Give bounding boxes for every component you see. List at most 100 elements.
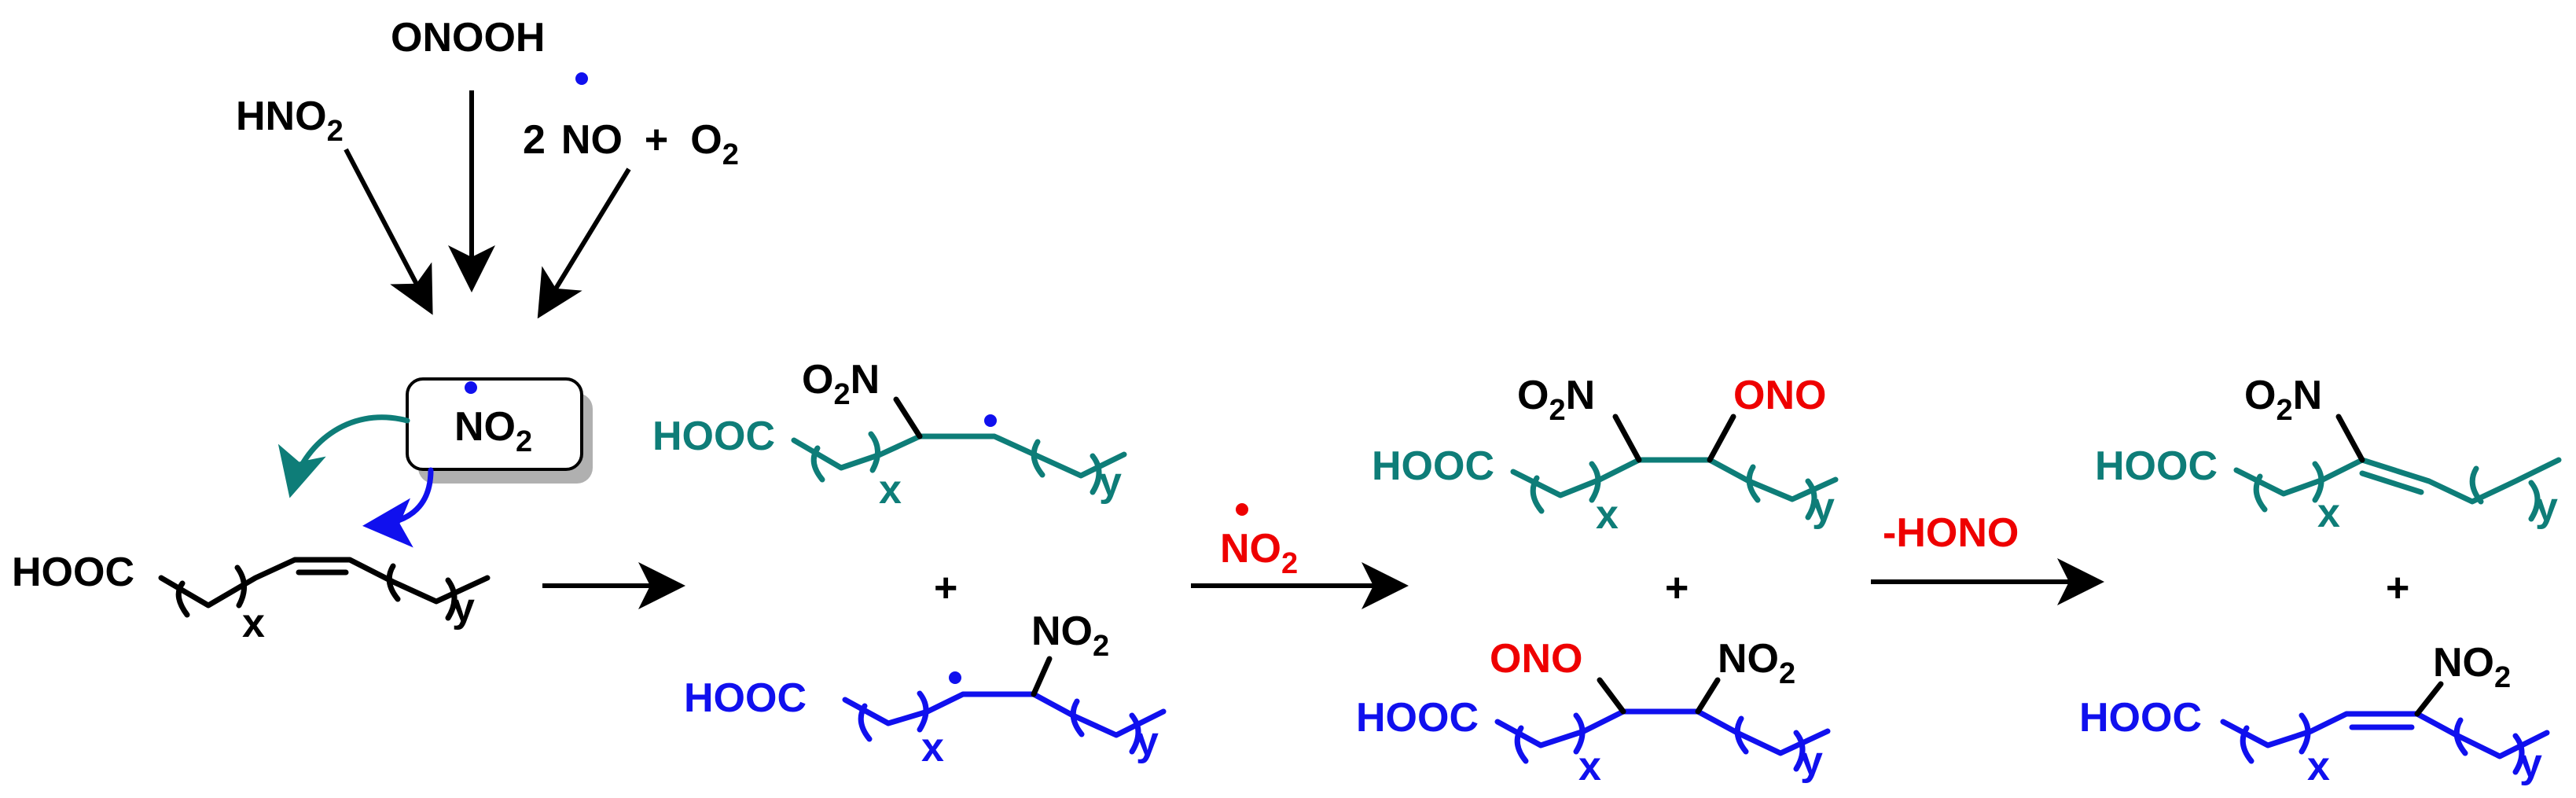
teal-1-bracket-x xyxy=(810,431,880,483)
intermediate-2-plus: + xyxy=(1665,565,1689,611)
substrate: HOOC x y xyxy=(12,550,491,646)
teal-1-nitro-main: O xyxy=(802,357,833,403)
teal-1-nitro-bond xyxy=(893,396,923,439)
blue-p-acid: HOOC xyxy=(2079,695,2202,741)
substrate-acid: HOOC xyxy=(12,550,134,595)
no2-main: NO xyxy=(454,404,516,450)
teal-2-nitro-main: O xyxy=(1517,373,1549,418)
substrate-chain xyxy=(158,557,491,609)
teal-2-nitro-tail: N xyxy=(1566,373,1596,418)
teal-2-chain xyxy=(1510,457,1839,502)
teal-1-chain xyxy=(791,433,1127,479)
step-2: NO2 xyxy=(1191,503,1409,609)
blue-1-chain xyxy=(842,691,1167,738)
blue-2-nitro-main: NO xyxy=(1718,636,1779,682)
no-formula: NO xyxy=(561,117,623,163)
blue-2-ono-bond xyxy=(1597,677,1626,715)
no2-sub: 2 xyxy=(516,425,532,458)
blue-p-chain xyxy=(2220,711,2550,759)
teal-1-y: y xyxy=(1099,459,1122,505)
curved-arrow-blue xyxy=(362,467,434,548)
no2-radical-dot xyxy=(465,381,477,394)
product-plus: + xyxy=(2386,565,2409,611)
blue-p-x: x xyxy=(2307,744,2330,789)
no2-radical-box: NO2 xyxy=(277,377,593,548)
hno2-main: HNO xyxy=(236,94,327,139)
step3-reagent: -HONO xyxy=(1883,510,2019,556)
blue-1-radical-dot xyxy=(949,671,961,684)
arrow-from-no-o2 xyxy=(537,167,631,319)
teal-2-ono-bond xyxy=(1707,414,1736,463)
teal-2-ono: ONO xyxy=(1733,373,1826,418)
substrate-y: y xyxy=(452,585,475,631)
blue-1-nitro: NO2 xyxy=(1031,609,1109,663)
hno2-sub: 2 xyxy=(327,115,344,148)
intermediate-1-plus: + xyxy=(934,565,957,611)
hno2-label: HNO2 xyxy=(236,94,344,148)
blue-2-chain xyxy=(1494,708,1831,756)
blue-p-nitro-main: NO xyxy=(2433,640,2494,686)
blue-2-bracket-x xyxy=(1514,712,1586,764)
teal-p-chain xyxy=(2233,457,2562,505)
onooh-label: ONOOH xyxy=(391,15,545,61)
blue-p-nitro-bond xyxy=(2414,681,2444,717)
blue-2-nitro-bond xyxy=(1695,677,1721,715)
teal-p-nitro-sub: 2 xyxy=(2276,394,2292,427)
step2-reagent: NO2 xyxy=(1220,526,1298,580)
blue-1-nitro-sub: 2 xyxy=(1093,630,1109,663)
blue-p-bracket-x xyxy=(2240,712,2311,764)
teal-1-nitro-sub: 2 xyxy=(833,378,850,411)
substrate-bracket-x xyxy=(175,564,247,618)
intermediate-2-blue: ONO NO2 HOOC x y xyxy=(1356,636,1831,789)
teal-2-bracket-x xyxy=(1530,461,1601,514)
teal-2-bracket-y xyxy=(1746,464,1817,520)
o2-main: O xyxy=(690,117,722,163)
no-coefficient: 2 xyxy=(523,117,546,163)
teal-2-x: x xyxy=(1596,492,1619,538)
teal-p-nitro-main: O xyxy=(2244,373,2276,418)
teal-1-bracket-y xyxy=(1031,439,1102,495)
teal-2-acid: HOOC xyxy=(1372,443,1494,489)
no-radical-dot xyxy=(575,72,588,85)
intermediate-1-teal: O2N HOOC x y xyxy=(652,357,1127,513)
teal-p-bracket-x xyxy=(2253,461,2324,513)
teal-1-acid: HOOC xyxy=(652,414,775,459)
blue-2-acid: HOOC xyxy=(1356,695,1479,741)
blue-1-nitro-bond xyxy=(1031,656,1053,697)
step-3: -HONO xyxy=(1871,510,2104,605)
blue-1-acid: HOOC xyxy=(684,675,807,721)
no2-radical-label: NO2 xyxy=(454,404,532,458)
teal-1-nitro: O2N xyxy=(802,357,880,411)
step2-reagent-sub: 2 xyxy=(1281,547,1298,580)
blue-p-y: y xyxy=(2519,741,2542,786)
blue-2-bracket-y xyxy=(1734,715,1806,772)
substrate-x: x xyxy=(242,601,265,646)
blue-2-ono: ONO xyxy=(1490,636,1582,682)
blue-2-x: x xyxy=(1578,744,1601,789)
step2-reagent-main: NO xyxy=(1220,526,1281,572)
teal-p-x: x xyxy=(2317,491,2340,536)
teal-2-nitro-sub: 2 xyxy=(1549,394,1565,427)
blue-1-bracket-y xyxy=(1070,698,1141,755)
substrate-bracket-y xyxy=(386,563,458,621)
blue-2-nitro-sub: 2 xyxy=(1779,657,1795,690)
teal-p-acid: HOOC xyxy=(2095,443,2218,489)
teal-1-nitro-tail: N xyxy=(851,357,880,403)
box xyxy=(406,377,583,471)
teal-1-x: x xyxy=(879,467,902,513)
product-teal: O2N HOOC x y xyxy=(2095,373,2562,536)
arrow-from-hno2 xyxy=(344,148,433,315)
teal-2-y: y xyxy=(1812,484,1835,530)
teal-2-nitro: O2N xyxy=(1517,373,1595,427)
intermediate-2-teal: O2N ONO HOOC x y xyxy=(1372,373,1839,538)
teal-p-bracket-y xyxy=(2469,465,2541,522)
product-blue: NO2 HOOC x y xyxy=(2079,640,2550,789)
blue-1-bracket-x xyxy=(858,690,929,742)
step2-radical-dot xyxy=(1236,503,1248,516)
teal-p-y: y xyxy=(2535,484,2558,530)
plus-sign: + xyxy=(645,117,668,163)
teal-p-nitro-bond xyxy=(2335,414,2365,463)
blue-2-y: y xyxy=(1800,738,1823,784)
